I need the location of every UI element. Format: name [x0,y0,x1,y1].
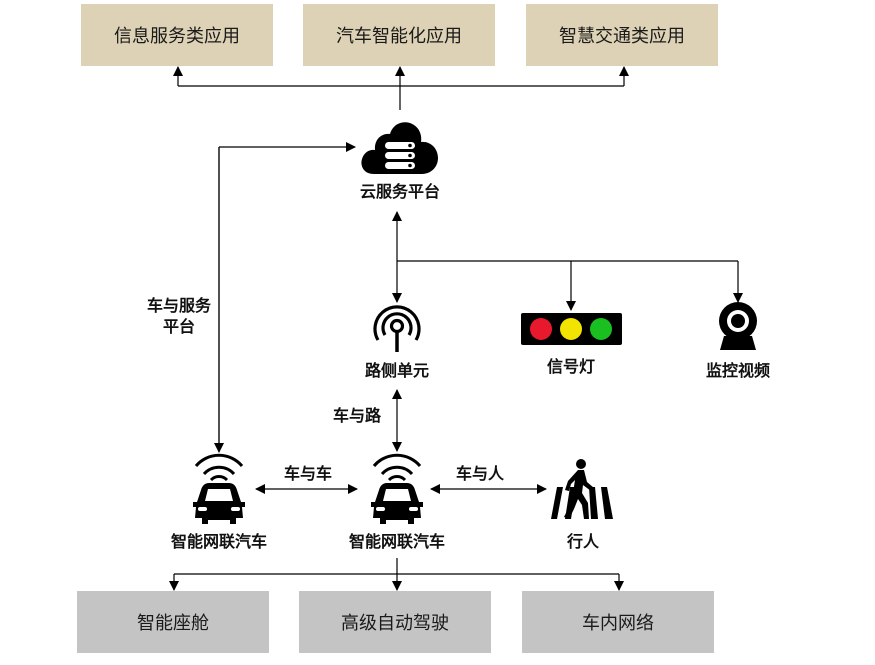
edge-label-v2p: 车与人 [455,464,504,483]
rsu-label: 路侧单元 [364,361,429,380]
traffic-light-icon [521,313,622,345]
vehicle-center-label: 智能网联汽车 [348,532,445,551]
edge-label-v2cloud-line2: 平台 [162,317,195,336]
camera-label: 监控视频 [705,361,770,380]
cloud-server-icon [361,122,438,174]
app-box-vehicle-intelligence: 汽车智能化应用 [303,4,495,66]
app-box-smart-traffic: 智慧交通类应用 [526,4,718,66]
app-box-info-service: 信息服务类应用 [81,4,273,66]
system-box-autonomous-driving: 高级自动驾驶 [299,591,491,653]
pedestrian-label: 行人 [566,532,599,551]
webcam-icon [719,302,757,350]
traffic-light-label: 信号灯 [546,357,595,376]
system-box-smart-cockpit: 智能座舱 [77,591,269,653]
edge-label-v2r: 车与路 [332,406,381,425]
vehicle-left-label: 智能网联汽车 [170,532,267,551]
pedestrian-crossing-icon [551,459,613,519]
cloud-platform-label: 云服务平台 [359,182,440,201]
edge-label-v2cloud-line1: 车与服务 [146,296,211,315]
connected-car-icon-center [371,453,423,524]
connected-car-icon-left [193,453,245,524]
system-box-in-vehicle-network: 车内网络 [522,591,714,653]
wireless-signal-icon [373,305,421,352]
edge-label-v2v: 车与车 [283,464,332,483]
